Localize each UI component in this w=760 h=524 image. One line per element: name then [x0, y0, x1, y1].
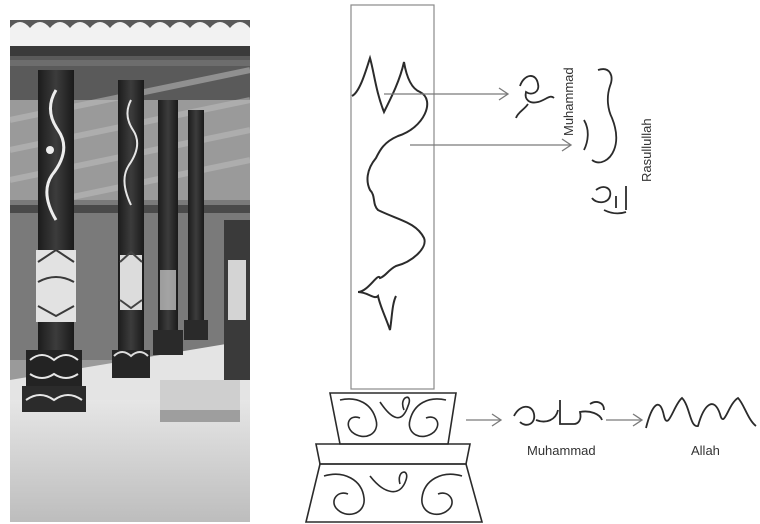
- pedestal-base: [304, 392, 484, 523]
- label-rasullullah: Rasullullah: [639, 118, 654, 182]
- label-muhammad-upper: Muhammad: [561, 67, 576, 136]
- column-ornament-curve: [351, 54, 429, 331]
- label-allah: Allah: [691, 443, 720, 458]
- calligraphy-muhammad-base: [513, 400, 605, 426]
- roof-scallop-trim: [10, 22, 250, 46]
- pillar-front: [22, 70, 86, 412]
- calligraphy-rasullullah: [583, 68, 627, 215]
- arrow-base-to-muhammad: [466, 413, 503, 427]
- mosque-pillars-photo: [10, 20, 250, 522]
- pillar-mid-2: [153, 100, 183, 355]
- label-muhammad-base: Muhammad: [527, 443, 596, 458]
- column-outline: [350, 4, 435, 390]
- pillar-mid-1: [112, 80, 150, 378]
- pillar-far: [184, 110, 208, 340]
- arrow-to-rasullullah: [410, 138, 573, 152]
- arrow-muhammad-to-allah: [606, 413, 644, 427]
- pillar-right-edge: [224, 220, 250, 380]
- calligraphy-allah: [645, 396, 757, 429]
- calligraphy-muhammad-upper: [515, 75, 555, 119]
- arrow-to-muhammad: [384, 87, 510, 101]
